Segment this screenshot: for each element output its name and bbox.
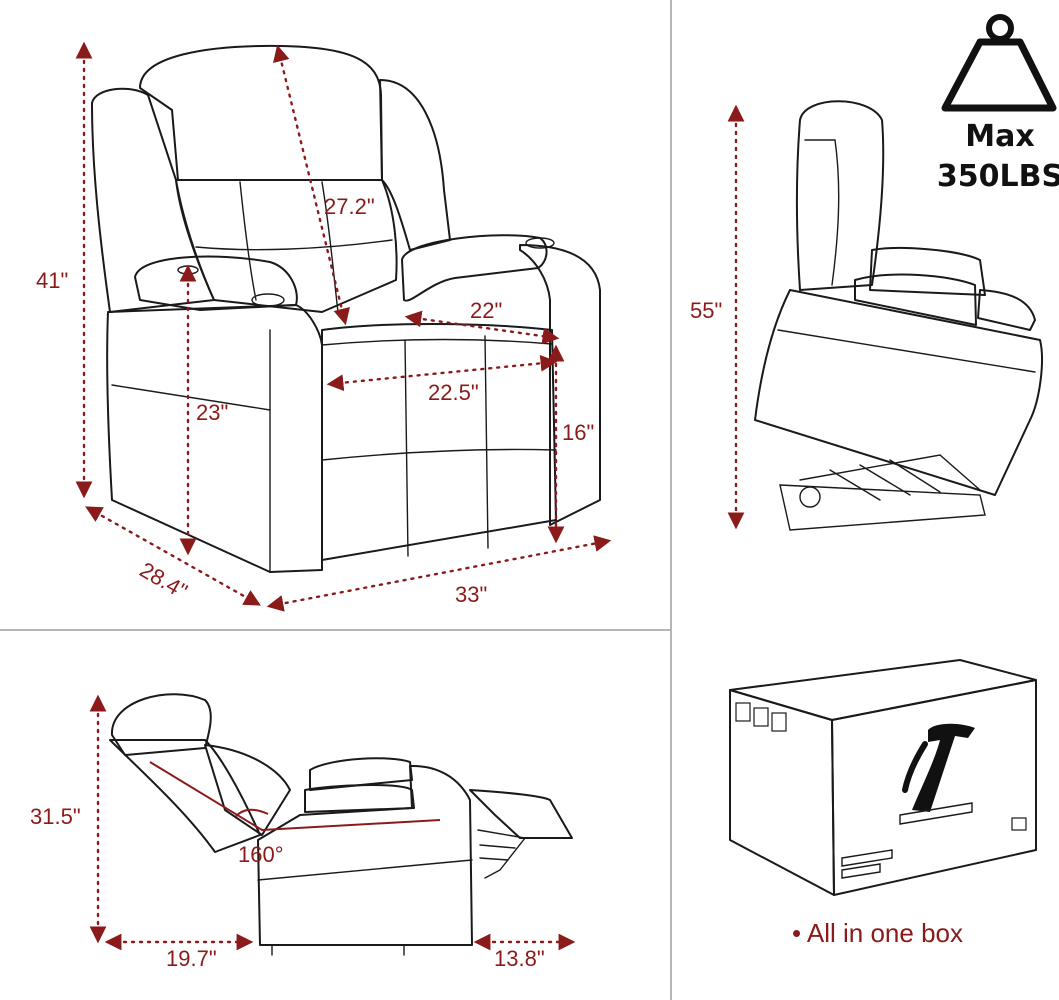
recline-angle-label: 160°	[238, 842, 284, 867]
depth-label: 28.4"	[135, 557, 191, 604]
back-height-arrow	[273, 44, 350, 326]
lift-view-chair-drawing	[754, 100, 1043, 531]
package-box-icon	[729, 659, 1037, 896]
all-in-one-box-note: • All in one box	[792, 918, 963, 948]
capacity-label: 350LBS	[937, 159, 1059, 194]
back-height-label: 27.2"	[324, 194, 375, 219]
arm-height-label: 23"	[196, 400, 228, 425]
front-view-chair-drawing	[91, 44, 601, 573]
recline-view-chair-drawing	[109, 693, 573, 956]
weight-icon	[941, 14, 1057, 112]
lift-height-label: 55"	[690, 298, 722, 323]
width-arrow	[266, 535, 612, 612]
seat-height-label: 16"	[562, 420, 594, 445]
seat-width-label: 22.5"	[428, 380, 479, 405]
recline-angle-indicator	[149, 761, 441, 832]
seat-width-arrow	[326, 354, 558, 392]
seat-depth-arrow	[404, 310, 560, 345]
back-clearance-label: 19.7"	[166, 946, 217, 971]
width-label: 33"	[455, 582, 487, 607]
max-label: Max	[965, 119, 1034, 154]
depth-arrow	[85, 506, 261, 606]
recline-height-label: 31.5"	[30, 804, 81, 829]
front-clearance-label: 13.8"	[494, 946, 545, 971]
seat-depth-label: 22"	[470, 298, 502, 323]
height-label: 41"	[36, 268, 68, 293]
